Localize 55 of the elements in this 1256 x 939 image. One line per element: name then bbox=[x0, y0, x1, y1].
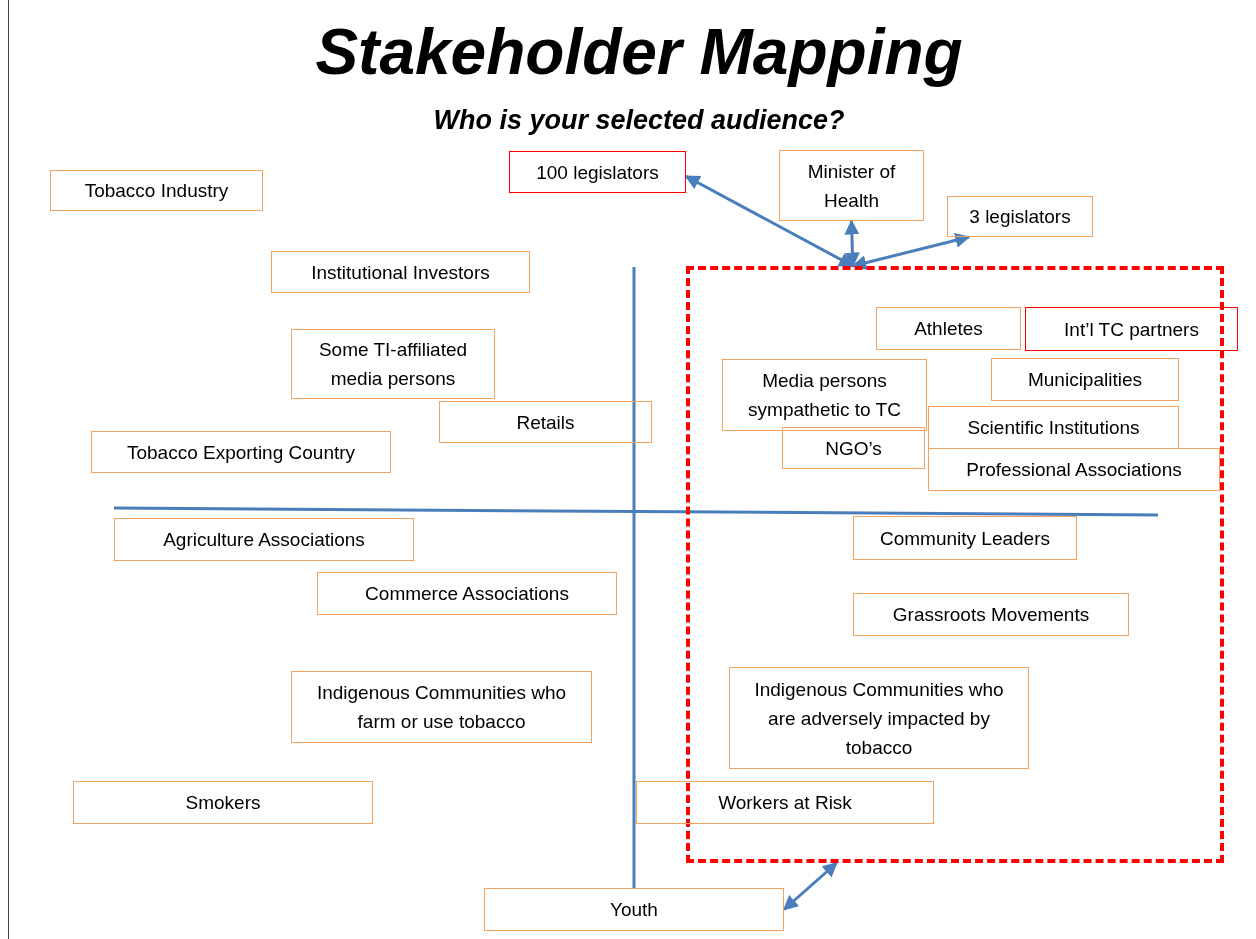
stakeholder-label: Athletes bbox=[914, 317, 983, 341]
stakeholder-label: Municipalities bbox=[1027, 368, 1142, 392]
stakeholder-label: Grassroots Movements bbox=[892, 603, 1090, 627]
stakeholder-box bbox=[509, 151, 686, 193]
stakeholder-box bbox=[50, 170, 263, 211]
stakeholder-box bbox=[271, 251, 530, 293]
stakeholder-label: Agriculture Associations bbox=[163, 528, 365, 552]
stakeholder-box bbox=[729, 667, 1029, 769]
stakeholder-box bbox=[636, 781, 934, 824]
stakeholder-box bbox=[876, 307, 1021, 350]
stakeholder-label: Retails bbox=[516, 410, 575, 435]
stakeholder-box bbox=[928, 448, 1220, 491]
stakeholder-box bbox=[1025, 307, 1238, 351]
stakeholder-label: Tobacco Industry bbox=[84, 179, 229, 203]
arrow bbox=[782, 861, 838, 911]
stakeholder-label: Professional Associations bbox=[966, 458, 1182, 482]
stakeholder-label: 3 legislators bbox=[969, 205, 1071, 229]
stakeholder-box bbox=[782, 427, 925, 469]
stakeholder-label: Indigenous Communities who farm or use tobacco bbox=[315, 681, 568, 734]
stakeholder-label: Some TI-affiliated media persons bbox=[317, 338, 469, 391]
stakeholder-box bbox=[779, 150, 924, 221]
stakeholder-label: Institutional Investors bbox=[311, 260, 490, 285]
stakeholder-label: Commerce Associations bbox=[365, 582, 569, 606]
stakeholder-box bbox=[853, 516, 1077, 560]
stakeholder-label: Community Leaders bbox=[880, 526, 1050, 551]
title: Stakeholder Mapping bbox=[314, 15, 964, 90]
arrow bbox=[844, 219, 860, 268]
stakeholder-label: Tobacco Exporting Country bbox=[126, 440, 356, 465]
arrow bbox=[684, 174, 855, 268]
stakeholder-label: Int’l TC partners bbox=[1064, 317, 1199, 342]
stakeholder-box bbox=[73, 781, 373, 824]
stakeholder-label: Workers at Risk bbox=[718, 791, 852, 815]
stakeholder-box bbox=[91, 431, 391, 473]
stakeholder-label: Scientific Institutions bbox=[967, 416, 1140, 440]
stakeholder-box bbox=[114, 518, 414, 561]
stakeholder-label: Youth bbox=[610, 898, 658, 922]
stakeholder-label: Minister of Health bbox=[806, 159, 897, 213]
stakeholder-box bbox=[291, 671, 592, 743]
stakeholder-box bbox=[928, 406, 1179, 449]
stakeholder-box bbox=[947, 196, 1093, 237]
stakeholder-label: 100 legislators bbox=[536, 160, 659, 185]
stakeholder-label: Media persons sympathetic to TC bbox=[747, 369, 902, 422]
stakeholder-box bbox=[439, 401, 652, 443]
focus-region bbox=[686, 266, 1224, 863]
stakeholder-box bbox=[317, 572, 617, 615]
stakeholder-box bbox=[722, 359, 927, 431]
stakeholder-label: Smokers bbox=[185, 791, 261, 815]
stakeholder-box bbox=[291, 329, 495, 399]
stakeholder-box bbox=[853, 593, 1129, 636]
stakeholder-box bbox=[484, 888, 784, 931]
stakeholder-label: Indigenous Communities who are adversely impacted by tobacco bbox=[753, 677, 1005, 760]
arrow bbox=[851, 233, 971, 270]
subtitle: Who is your selected audience? bbox=[432, 104, 846, 137]
stakeholder-box bbox=[991, 358, 1179, 401]
stakeholder-label: NGO’s bbox=[825, 436, 882, 461]
